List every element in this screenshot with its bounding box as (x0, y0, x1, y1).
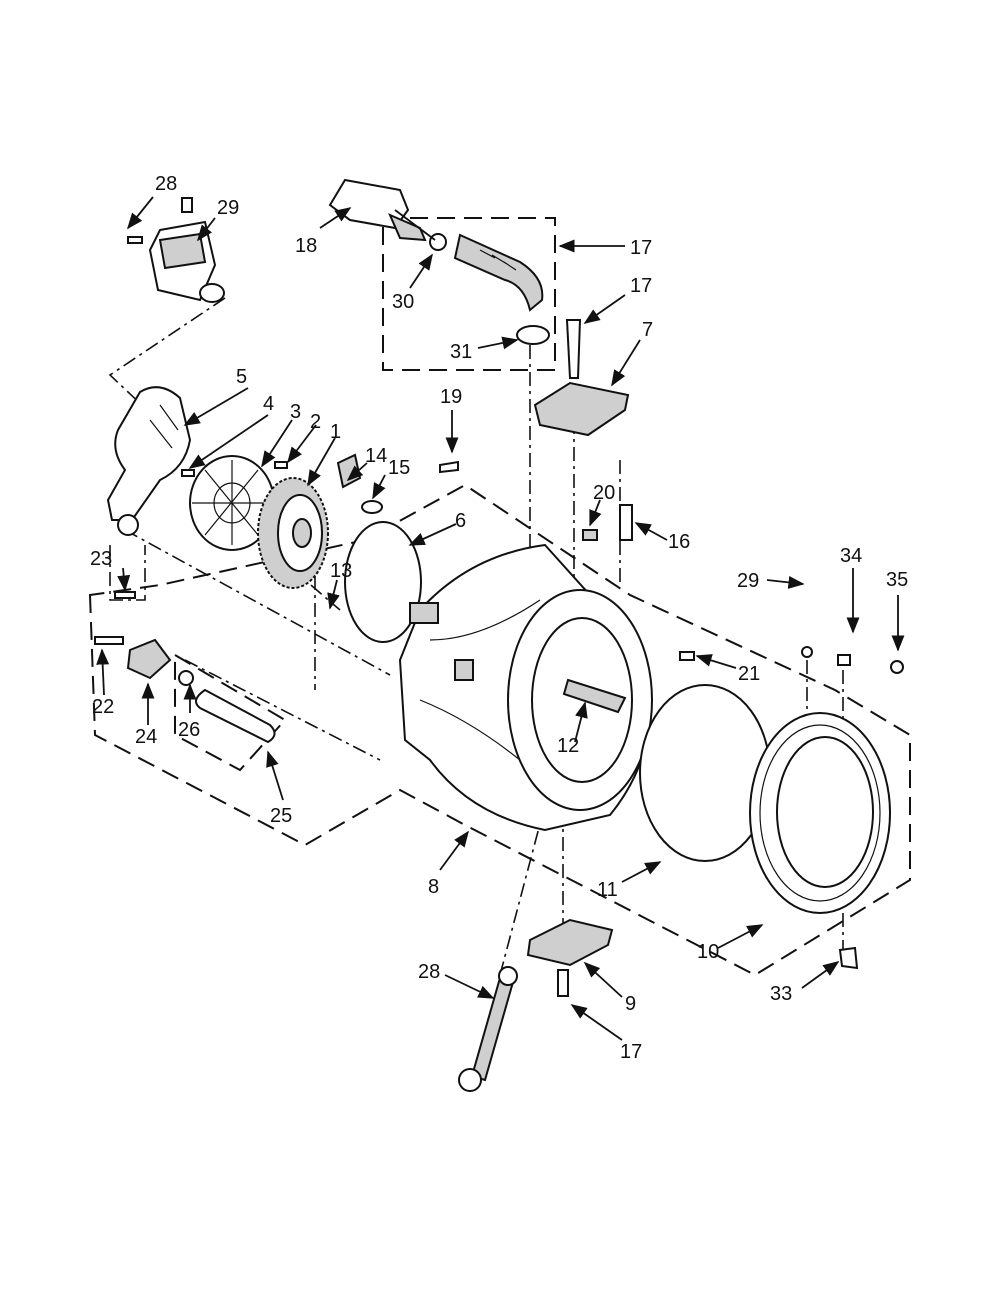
drain-pump-part (148, 197, 225, 303)
callout-6: 6 (455, 510, 466, 532)
screw-31-part (801, 646, 813, 658)
clip-22-part (679, 651, 695, 661)
callout-17-bottom: 17 (620, 1041, 642, 1063)
clip-34-part (838, 946, 859, 970)
bolt-24-part (114, 591, 136, 599)
callout-18: 17 (630, 237, 652, 259)
callout-30: 28 (155, 173, 177, 195)
heater-kit-boundary (174, 653, 287, 772)
callout-9: 9 (625, 993, 636, 1015)
tub-ring-seal-part (639, 684, 771, 862)
dispenser-inlet-part (328, 178, 427, 242)
hose-assembly-boundary (382, 217, 556, 371)
rear-tub-seal-part (344, 521, 422, 643)
sump-hose-part (106, 386, 192, 536)
callout-4: 4 (263, 393, 274, 415)
callout-15: 15 (388, 457, 410, 479)
clip-20-part (439, 460, 459, 474)
drive-pulley-part (257, 477, 329, 589)
bolt-23-part (94, 636, 124, 645)
callout-3: 3 (290, 401, 301, 423)
thermostat-27-part (178, 670, 194, 686)
callout-16: 16 (668, 531, 690, 553)
gasket-part (516, 325, 550, 345)
cover-screw-part-2 (274, 461, 288, 469)
callout-2: 2 (310, 411, 321, 433)
bolt-kit-boundary (109, 545, 146, 601)
callout-17-top: 17 (630, 275, 652, 297)
hose-elbow-part (453, 233, 544, 312)
leader-lines (96, 196, 905, 1041)
heater-bracket-25-part (126, 638, 172, 680)
tub-top-bracket-part (533, 319, 630, 437)
outer-tub-part (398, 543, 653, 832)
callout-36: 35 (886, 569, 908, 591)
tub-bottom-bracket-part (526, 918, 614, 997)
callout-23: 22 (92, 696, 114, 718)
callout-31: 29 (737, 570, 759, 592)
callout-14: 14 (365, 445, 387, 467)
callout-24: 23 (90, 548, 112, 570)
callout-13: 13 (330, 560, 352, 582)
pump-screw-part (127, 236, 143, 244)
clip-35-part (837, 654, 851, 666)
callout-20: 19 (440, 386, 462, 408)
callout-19: 18 (295, 235, 317, 257)
heater-element-26-part (195, 688, 276, 744)
callout-34: 33 (770, 983, 792, 1005)
tie-16-part (619, 504, 633, 541)
callout-21: 20 (593, 482, 615, 504)
callout-25: 24 (135, 726, 157, 748)
callout-35: 34 (840, 545, 862, 567)
callout-22: 21 (738, 663, 760, 685)
callout-7: 7 (642, 319, 653, 341)
callout-29: 29 (217, 197, 239, 219)
sensor-bracket-part (336, 453, 362, 489)
screw-36-part (890, 660, 904, 674)
cover-screw-part (181, 469, 195, 477)
clamp-part (429, 233, 447, 251)
callout-8: 8 (428, 876, 439, 898)
callout-33: 31 (450, 341, 472, 363)
callout-26: 25 (270, 805, 292, 827)
clip-part (361, 500, 383, 514)
callout-28: 28 (418, 961, 440, 983)
callout-32: 30 (392, 291, 414, 313)
spacer-21-part (582, 529, 598, 541)
callout-12: 12 (557, 735, 579, 757)
callout-27: 26 (178, 719, 200, 741)
tub-front-ring-part (749, 712, 891, 914)
callout-5: 5 (236, 366, 247, 388)
damper-part (458, 966, 518, 1092)
tub-back-cover-part (189, 455, 275, 551)
callout-10: 10 (697, 941, 719, 963)
callout-1: 1 (330, 421, 341, 443)
callout-11: 11 (597, 879, 618, 901)
